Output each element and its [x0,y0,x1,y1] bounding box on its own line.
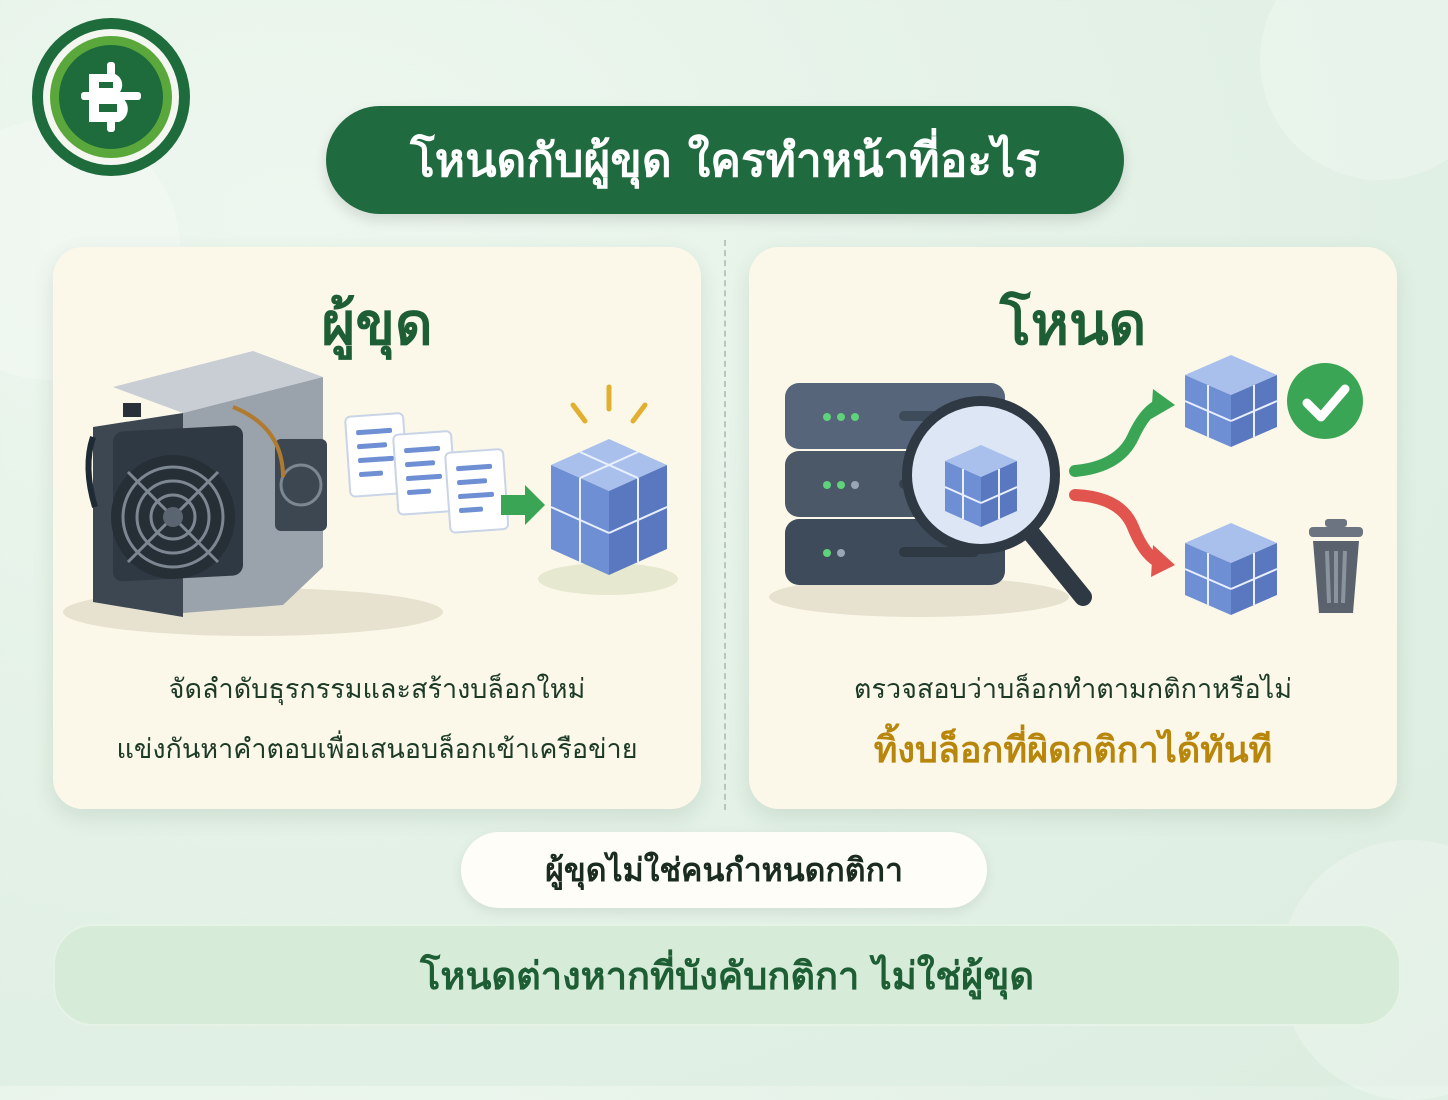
block-cube-icon [1184,355,1278,447]
mining-rig-icon [85,351,327,617]
miner-heading: ผู้ขุด [321,290,433,358]
brand-logo [32,18,190,176]
block-cube-icon [550,439,668,575]
check-icon [1287,363,1363,439]
miner-description-2: แข่งกันหาคำตอบเพื่อเสนอบล็อกเข้าเครือข่า… [116,734,638,765]
spark-icon [570,384,648,424]
node-illustration [769,355,1363,617]
summary-bar: โหนดต่างหากที่บังคับกติกา ไม่ใช่ผู้ขุด [53,924,1401,1026]
reject-arrow-icon [1069,489,1167,569]
miner-illustration [63,351,678,636]
trash-icon [1309,519,1363,613]
baht-logo-icon [81,62,141,132]
note-pill: ผู้ขุดไม่ใช่คนกำหนดกติกา [461,832,987,908]
transaction-document-icon [344,412,510,534]
block-cube-icon [1184,523,1278,615]
accept-arrow-icon [1069,399,1165,477]
node-heading: โหนด [999,290,1147,358]
arrow-right-icon [501,485,545,525]
miner-description-1: จัดลำดับธุรกรรมและสร้างบล็อกใหม่ [168,674,586,705]
node-description-1: ตรวจสอบว่าบล็อกทำตามกติกาหรือไม่ [853,674,1293,705]
miner-card: ผู้ขุด [53,247,701,809]
node-card: โหนด [749,247,1397,809]
node-description-2: ทิ้งบล็อกที่ผิดกติกาได้ทันที [873,730,1273,771]
page-title: โหนดกับผู้ขุด ใครทำหน้าที่อะไร [326,106,1124,214]
center-divider [724,240,726,810]
magnifier-icon [902,396,1092,606]
